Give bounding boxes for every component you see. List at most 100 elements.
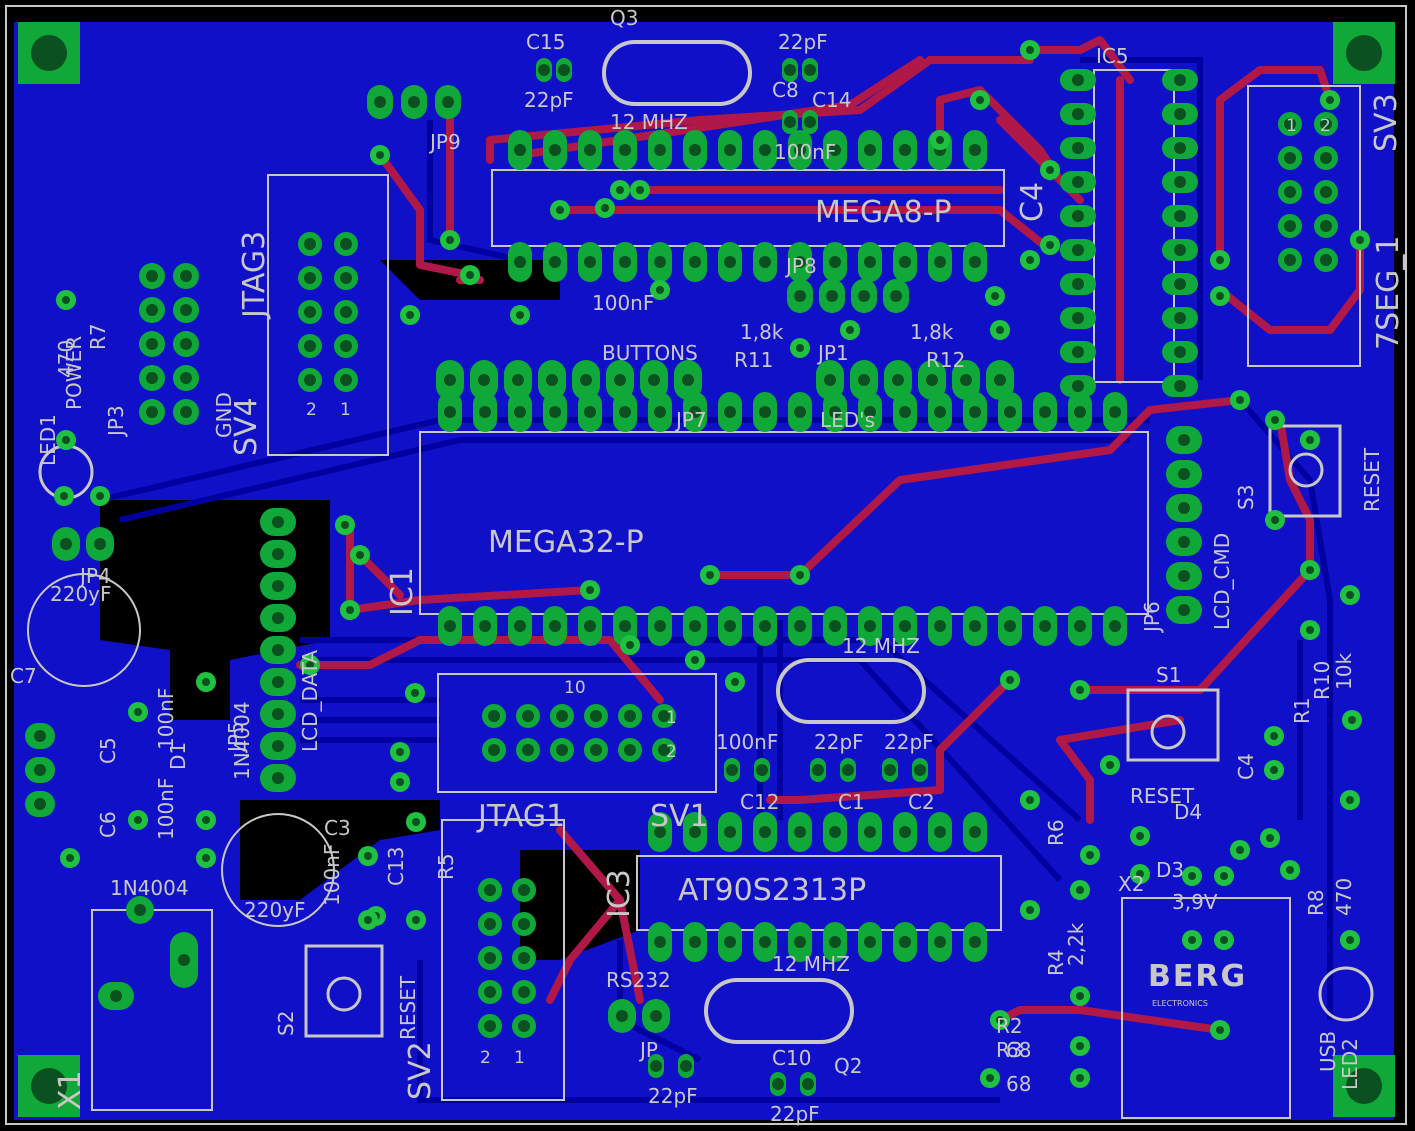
at90-pad-drill xyxy=(864,826,876,838)
sv1-pad-drill xyxy=(590,710,602,722)
via-drill xyxy=(516,311,524,319)
mega8-pad-drill xyxy=(794,256,806,268)
jp7-pad-drill xyxy=(444,374,456,386)
mega8-pad-drill xyxy=(829,256,841,268)
via-drill xyxy=(446,236,454,244)
c12-label: C12 xyxy=(740,790,780,814)
sv3-pad-drill xyxy=(1284,186,1296,198)
jp8-pad-drill xyxy=(890,290,902,302)
jtag3-pin1: 1 xyxy=(340,400,351,420)
jp3-pad-drill xyxy=(146,270,158,282)
via-drill xyxy=(202,678,210,686)
mega32-pad-drill xyxy=(1004,620,1016,632)
via-drill xyxy=(62,296,70,304)
mega8-pad-drill xyxy=(689,144,701,156)
jp9-pad-drill xyxy=(408,96,420,108)
r12-label: R12 xyxy=(926,348,966,372)
r10-label: R10 xyxy=(1310,660,1334,700)
lcd-cmd-pad-drill xyxy=(1178,502,1190,514)
lcd-data-pad-drill xyxy=(272,676,284,688)
r5-label: R5 xyxy=(434,853,458,880)
via-drill xyxy=(412,916,420,924)
jp3-pad-drill xyxy=(146,338,158,350)
via-drill xyxy=(1046,166,1054,174)
via-drill xyxy=(1046,241,1054,249)
mega32-pad-drill xyxy=(1004,406,1016,418)
jp7-pad-drill xyxy=(614,374,626,386)
jtag3-pad-drill xyxy=(304,272,316,284)
jtag1-pad-drill xyxy=(484,986,496,998)
c13-label: C13 xyxy=(384,846,408,886)
c1-label: C1 xyxy=(838,790,865,814)
led1-label: LED1 xyxy=(36,414,60,466)
via-drill xyxy=(1220,936,1228,944)
sv3-pad-drill xyxy=(1320,186,1332,198)
via-drill xyxy=(1076,992,1084,1000)
ic5-pad-drill xyxy=(1174,142,1186,154)
sv3-pad-drill xyxy=(1284,152,1296,164)
c7-value: 220yF xyxy=(50,582,112,606)
jp8-pad-drill xyxy=(826,290,838,302)
jp3-pad-drill xyxy=(146,304,158,316)
buttons-label: BUTTONS xyxy=(602,341,698,365)
c2-pad-drill xyxy=(914,764,926,776)
ground-gap xyxy=(520,850,640,960)
ic5-pad-drill xyxy=(1174,278,1186,290)
c6-value: 100nF xyxy=(154,777,178,840)
mega32-pad-drill xyxy=(689,620,701,632)
via-drill xyxy=(62,436,70,444)
via-drill xyxy=(1236,396,1244,404)
mega8-pad-drill xyxy=(514,144,526,156)
at90-pad-drill xyxy=(934,826,946,838)
ic5-pad-drill xyxy=(1072,142,1084,154)
leds-label: LED's xyxy=(820,408,876,432)
c9-pad-drill xyxy=(650,1060,662,1072)
r2-label: R2 xyxy=(996,1014,1023,1038)
jp7-pad-drill xyxy=(648,374,660,386)
via-drill xyxy=(1026,796,1034,804)
via-drill xyxy=(996,326,1004,334)
via-drill xyxy=(364,852,372,860)
lcd-cmd-label: LCD_CMD xyxy=(1210,532,1234,630)
via-drill xyxy=(1236,846,1244,854)
q2-freq: 12 MHZ xyxy=(772,952,850,976)
at90-pad-drill xyxy=(654,826,666,838)
r7-label: R7 xyxy=(86,323,110,350)
sv1-label: SV1 xyxy=(650,799,709,834)
jp3-pad-drill xyxy=(146,372,158,384)
mega32-pad-drill xyxy=(969,406,981,418)
at90-pad-drill xyxy=(759,826,771,838)
r3-value: 68 xyxy=(1006,1072,1032,1096)
s2-label: S2 xyxy=(274,1010,298,1036)
jtag1-pad-drill xyxy=(518,1020,530,1032)
r8-value: 470 xyxy=(1332,877,1356,916)
via-drill xyxy=(1271,416,1279,424)
via-drill xyxy=(202,816,210,824)
via-drill xyxy=(356,551,364,559)
at90-pad-drill xyxy=(689,826,701,838)
r10-value: 10k xyxy=(1332,652,1356,690)
sv1-pad-drill xyxy=(488,710,500,722)
ic5-pad-drill xyxy=(1174,380,1186,392)
jp1-label: JP1 xyxy=(818,341,849,365)
via-drill xyxy=(1136,870,1144,878)
jp8-pad-drill xyxy=(858,290,870,302)
c5-label: C5 xyxy=(96,737,120,764)
c1-pad-drill xyxy=(812,764,824,776)
lcd-cmd-pad-drill xyxy=(1178,434,1190,446)
via-drill xyxy=(1356,236,1364,244)
via-drill xyxy=(1216,256,1224,264)
via-drill xyxy=(1270,766,1278,774)
c14-value: 100nF xyxy=(774,140,837,164)
jtag1-pad-drill xyxy=(484,918,496,930)
via-drill xyxy=(636,186,644,194)
jp9-pad-drill xyxy=(374,96,386,108)
c10-label: C10 xyxy=(772,1046,812,1070)
via-drill xyxy=(1306,566,1314,574)
d3-value: 3,9V xyxy=(1172,890,1218,914)
via-drill xyxy=(1026,256,1034,264)
c10-value: 22pF xyxy=(770,1102,820,1126)
mega8-pad-drill xyxy=(549,144,561,156)
jp4-pad-drill xyxy=(94,538,106,550)
